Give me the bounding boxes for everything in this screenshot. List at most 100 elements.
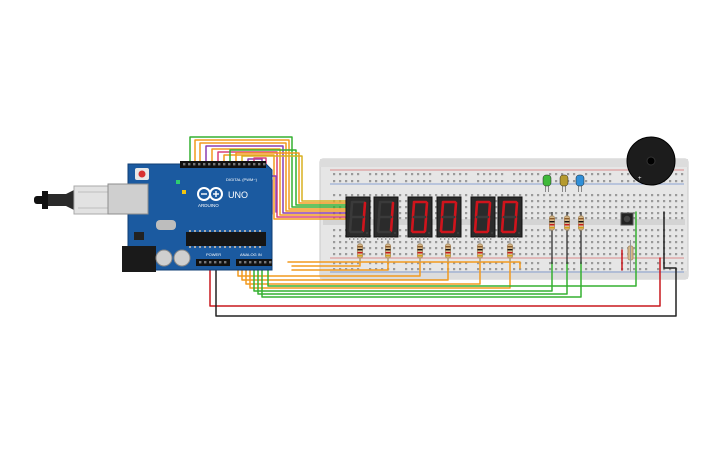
breadboard-hole (519, 253, 522, 256)
breadboard-hole (585, 229, 588, 232)
breadboard-hole (531, 194, 534, 197)
breadboard-hole (447, 194, 450, 197)
header-pin (224, 261, 227, 264)
breadboard-hole (591, 262, 594, 265)
resistor (578, 212, 584, 264)
breadboard-hole (375, 253, 378, 256)
breadboard-hole (357, 194, 360, 197)
breadboard-hole (495, 235, 498, 238)
breadboard-hole (663, 206, 666, 209)
header-pin (243, 163, 246, 166)
breadboard-hole (495, 241, 498, 244)
breadboard-hole (369, 247, 372, 250)
breadboard-hole (453, 194, 456, 197)
breadboard-hole (333, 247, 336, 250)
breadboard-hole (561, 247, 564, 250)
segment-dp (490, 231, 494, 235)
breadboard-hole (603, 241, 606, 244)
push-button[interactable] (620, 212, 634, 226)
breadboard-hole (477, 262, 480, 265)
breadboard-hole (333, 229, 336, 232)
breadboard-hole (507, 241, 510, 244)
breadboard-hole (453, 262, 456, 265)
display-pin (490, 237, 492, 240)
breadboard-hole (645, 247, 648, 250)
breadboard-hole (603, 235, 606, 238)
header-pin (258, 163, 261, 166)
resistor (445, 240, 451, 262)
breadboard-hole (567, 200, 570, 203)
breadboard-hole (531, 200, 534, 203)
chip-pin (199, 246, 201, 248)
breadboard-hole (489, 253, 492, 256)
breadboard-hole (585, 180, 588, 183)
breadboard-hole (435, 194, 438, 197)
breadboard-hole (669, 194, 672, 197)
breadboard-hole (441, 173, 444, 176)
breadboard-hole (639, 194, 642, 197)
breadboard-hole (471, 194, 474, 197)
chip-pin (189, 230, 191, 232)
header-pin (223, 163, 226, 166)
breadboard-hole (369, 180, 372, 183)
breadboard-hole (495, 180, 498, 183)
display-pin (444, 237, 446, 240)
piezo-buzzer[interactable]: + (626, 136, 676, 186)
header-pin (269, 261, 272, 264)
breadboard-hole (561, 241, 564, 244)
breadboard-hole (573, 180, 576, 183)
header-pin (218, 163, 221, 166)
breadboard-hole (555, 212, 558, 215)
breadboard-hole (615, 229, 618, 232)
breadboard-hole (585, 206, 588, 209)
breadboard-hole (531, 241, 534, 244)
breadboard-hole (603, 206, 606, 209)
breadboard-hole (471, 253, 474, 256)
chip-pin (244, 246, 246, 248)
breadboard-hole (357, 262, 360, 265)
breadboard-hole (603, 200, 606, 203)
breadboard-hole (495, 212, 498, 215)
breadboard-hole (627, 173, 630, 176)
breadboard-hole (675, 212, 678, 215)
segment-c (361, 216, 366, 233)
chip-pin (224, 246, 226, 248)
breadboard-hole (645, 212, 648, 215)
breadboard-hole (351, 173, 354, 176)
breadboard-hole (675, 241, 678, 244)
breadboard-hole (633, 229, 636, 232)
chip-pin (214, 230, 216, 232)
breadboard-hole (423, 180, 426, 183)
breadboard-hole (423, 253, 426, 256)
breadboard-hole (615, 200, 618, 203)
breadboard-hole (681, 235, 684, 238)
breadboard-hole (621, 180, 624, 183)
breadboard-hole (393, 194, 396, 197)
breadboard-hole (645, 268, 648, 271)
breadboard-hole (633, 200, 636, 203)
arduino-uno-board[interactable]: ARDUINO UNO DIGITAL (PWM~) POWER ANALOG … (34, 161, 273, 272)
breadboard-hole (609, 194, 612, 197)
resistor (357, 240, 363, 262)
breadboard-hole (531, 247, 534, 250)
breadboard-hole (567, 247, 570, 250)
breadboard-hole (495, 217, 498, 220)
breadboard-hole (645, 206, 648, 209)
breadboard-hole (549, 206, 552, 209)
display-pin (517, 237, 519, 240)
breadboard-hole (567, 268, 570, 271)
header-pin (209, 261, 212, 264)
breadboard-hole (537, 173, 540, 176)
breadboard-hole (513, 253, 516, 256)
breadboard-hole (657, 229, 660, 232)
breadboard-hole (633, 262, 636, 265)
board-model-label: UNO (228, 190, 248, 200)
breadboard-hole (333, 217, 336, 220)
breadboard-hole (549, 253, 552, 256)
breadboard-hole (543, 200, 546, 203)
display-pin (478, 237, 480, 240)
breadboard-hole (351, 194, 354, 197)
breadboard-hole (621, 206, 624, 209)
chip-pin (239, 230, 241, 232)
breadboard-hole (483, 247, 486, 250)
